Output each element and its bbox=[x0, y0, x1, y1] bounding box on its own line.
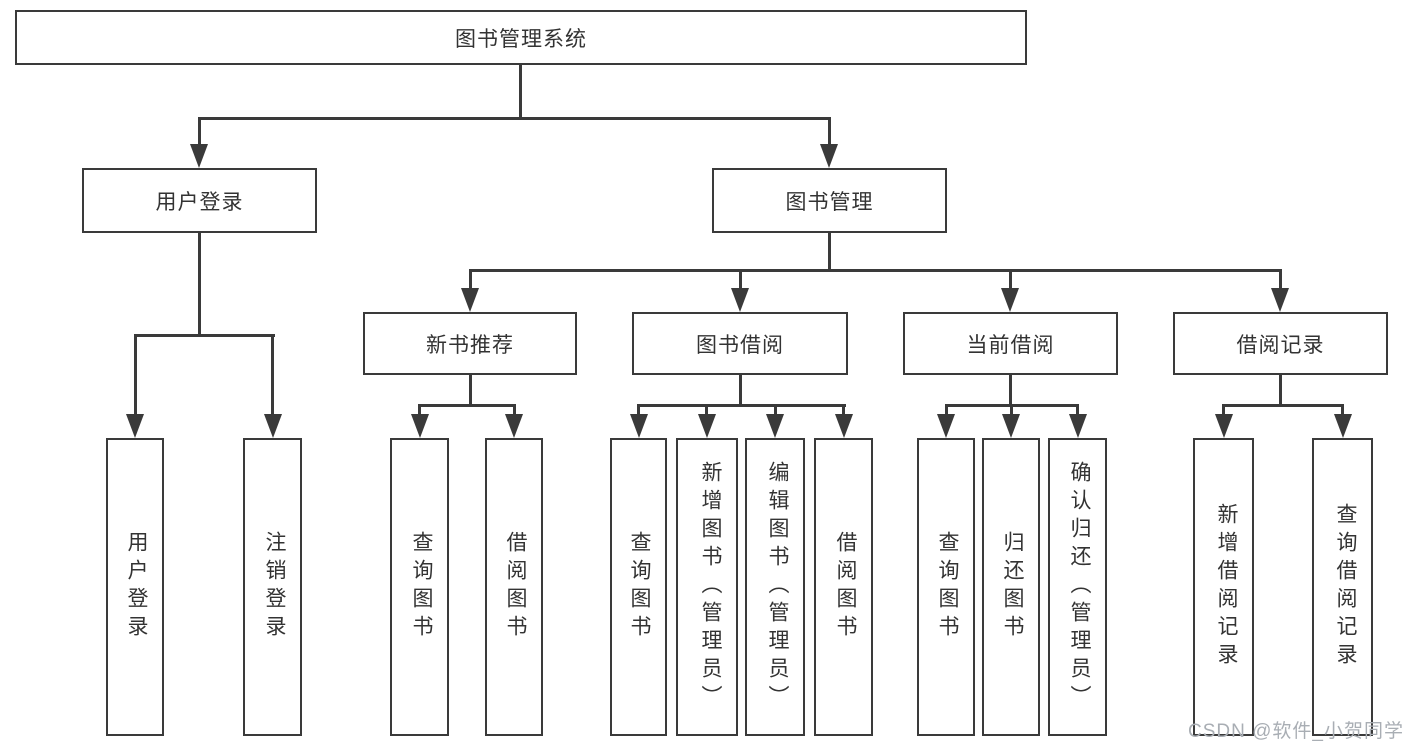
arrowhead-recommend-borrow bbox=[505, 414, 523, 438]
leaf-borrowing-query-books: 查询图书 bbox=[610, 438, 667, 736]
connector-recommend-split bbox=[418, 404, 516, 407]
connector-drop-borrowing-borrow bbox=[842, 406, 845, 414]
connector-user-login-split bbox=[133, 334, 275, 337]
leaf-current-confirm-return-admin: 确认归还（管理员） bbox=[1048, 438, 1107, 736]
node-book-borrowing: 图书借阅 bbox=[632, 312, 848, 375]
connector-drop-book-management bbox=[827, 119, 831, 145]
connector-drop-current-borrowing bbox=[1008, 271, 1012, 288]
arrowhead-book-management bbox=[820, 144, 838, 168]
arrowhead-current-borrowing bbox=[1001, 288, 1019, 312]
leaf-records-query-borrow-record: 查询借阅记录 bbox=[1312, 438, 1373, 736]
connector-drop-records-query bbox=[1341, 406, 1344, 414]
connector-root-stem bbox=[519, 65, 522, 119]
leaf-recommend-query-books: 查询图书 bbox=[390, 438, 449, 736]
connector-borrowing-split bbox=[637, 404, 846, 407]
node-book-management: 图书管理 bbox=[712, 168, 947, 233]
leaf-user-login: 用户登录 bbox=[106, 438, 164, 736]
node-user-login: 用户登录 bbox=[82, 168, 317, 233]
arrowhead-recommend-query bbox=[410, 414, 429, 438]
arrowhead-borrowing-borrow bbox=[834, 414, 853, 438]
node-borrowing-records: 借阅记录 bbox=[1173, 312, 1388, 375]
connector-records-stem bbox=[1278, 374, 1282, 407]
arrowhead-user-login bbox=[190, 144, 208, 168]
connector-book-management-stem bbox=[827, 233, 831, 272]
arrowhead-records-add bbox=[1214, 414, 1233, 438]
node-current-borrowing: 当前借阅 bbox=[903, 312, 1118, 375]
arrowhead-borrowing-add bbox=[697, 414, 716, 438]
connector-drop-current-confirm bbox=[1076, 406, 1079, 414]
connector-book-management-split bbox=[468, 269, 1282, 272]
connector-drop-recommend-query bbox=[418, 406, 421, 414]
connector-records-split bbox=[1222, 404, 1344, 407]
connector-drop-borrowing-query bbox=[637, 406, 640, 414]
leaf-borrowing-add-books-admin: 新增图书（管理员） bbox=[676, 438, 738, 736]
connector-drop-new-book-recommend bbox=[468, 271, 472, 288]
connector-root-split bbox=[197, 117, 831, 120]
connector-borrowing-stem bbox=[738, 374, 742, 407]
arrowhead-borrowing-edit bbox=[766, 414, 784, 438]
connector-drop-user-login bbox=[197, 119, 201, 145]
leaf-logout-login: 注销登录 bbox=[243, 438, 302, 736]
arrowhead-records-query bbox=[1333, 414, 1352, 438]
arrowhead-borrowing-query bbox=[629, 414, 648, 438]
arrowhead-current-confirm bbox=[1068, 414, 1087, 438]
leaf-recommend-borrow-books: 借阅图书 bbox=[485, 438, 543, 736]
connector-drop-book-borrowing bbox=[738, 271, 742, 288]
connector-drop-borrowing-records bbox=[1278, 271, 1282, 288]
arrowhead-new-book-recommend bbox=[461, 288, 479, 312]
connector-current-split bbox=[944, 404, 1079, 407]
node-new-book-recommend: 新书推荐 bbox=[363, 312, 577, 375]
arrowhead-current-return bbox=[1002, 414, 1020, 438]
arrowhead-leaf-logout bbox=[263, 414, 282, 438]
leaf-borrowing-edit-books-admin: 编辑图书（管理员） bbox=[745, 438, 805, 736]
arrowhead-book-borrowing bbox=[731, 288, 749, 312]
node-library-system: 图书管理系统 bbox=[15, 10, 1027, 65]
leaf-records-add-borrow-record: 新增借阅记录 bbox=[1193, 438, 1254, 736]
arrowhead-borrowing-records bbox=[1271, 288, 1289, 312]
csdn-watermark: CSDN @软件_小贺同学 bbox=[1188, 721, 1404, 742]
connector-drop-leaf-logout bbox=[271, 336, 274, 414]
leaf-current-return-books: 归还图书 bbox=[982, 438, 1040, 736]
connector-drop-current-return bbox=[1009, 406, 1013, 414]
arrowhead-current-query bbox=[937, 414, 955, 438]
connector-recommend-stem bbox=[468, 374, 472, 407]
arrowhead-leaf-user-login bbox=[126, 414, 144, 438]
connector-drop-recommend-borrow bbox=[512, 406, 516, 414]
connector-user-login-stem bbox=[197, 233, 201, 337]
leaf-borrowing-borrow-books: 借阅图书 bbox=[814, 438, 873, 736]
connector-drop-borrowing-add bbox=[705, 406, 708, 414]
leaf-current-query-books: 查询图书 bbox=[917, 438, 975, 736]
connector-current-stem bbox=[1008, 374, 1012, 407]
connector-drop-borrowing-edit bbox=[773, 406, 777, 414]
connector-drop-leaf-user-login bbox=[133, 336, 137, 414]
connector-drop-records-add bbox=[1222, 406, 1225, 414]
connector-drop-current-query bbox=[944, 406, 948, 414]
